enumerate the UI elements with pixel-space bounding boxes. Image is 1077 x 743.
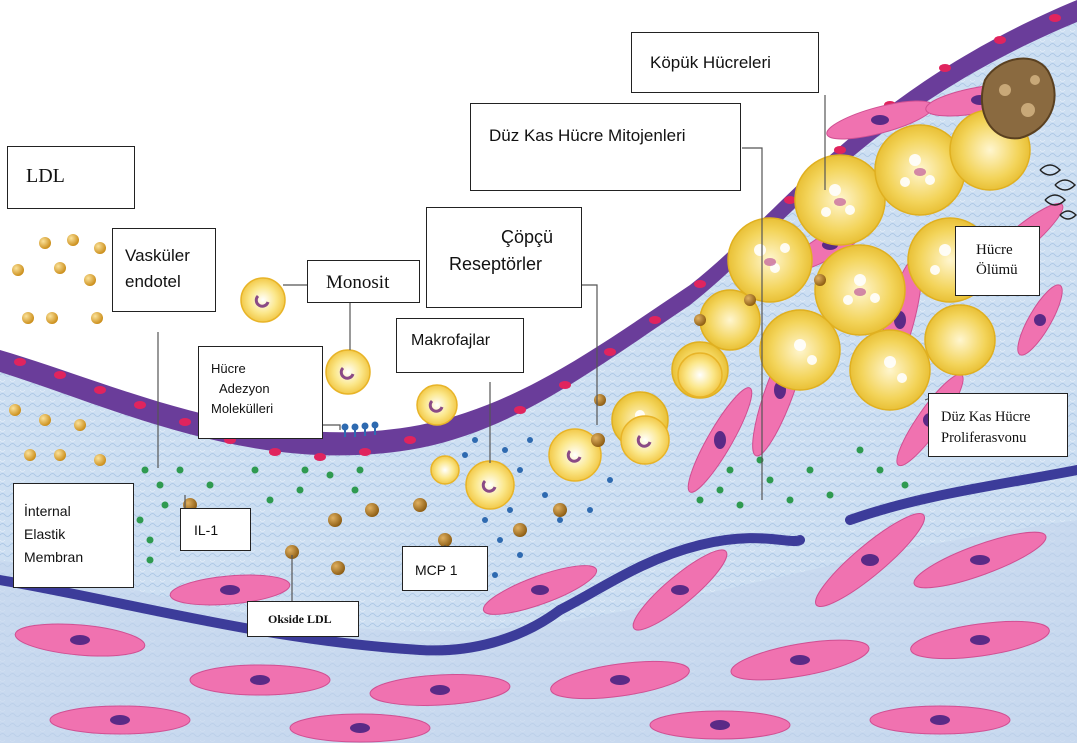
label-adezyon-line3: Molekülleri	[211, 399, 322, 419]
label-ldl: LDL	[7, 146, 135, 209]
label-ldl-text: LDL	[26, 164, 134, 188]
label-okside-text: Okside LDL	[268, 612, 358, 626]
label-copcu-line2: Reseptörler	[449, 251, 581, 278]
label-mcp1-text: MCP 1	[415, 562, 487, 579]
label-prolif-line1: Düz Kas Hücre	[941, 407, 1067, 428]
label-vaskuler-endotel: Vasküler endotel	[112, 228, 216, 312]
label-monosit: Monosit	[307, 260, 420, 303]
label-hucre-adezyon: Hücre Adezyon Molekülleri	[198, 346, 323, 439]
label-internal-line3: Membran	[24, 546, 133, 569]
label-copcu-reseptorler: Çöpçü Reseptörler	[426, 207, 582, 308]
label-olum-line1: Hücre	[976, 240, 1039, 260]
label-internal-line1: İnternal	[24, 500, 133, 523]
label-copcu-line1: Çöpçü	[449, 224, 581, 251]
label-okside-ldl: Okside LDL	[247, 601, 359, 637]
label-makrofajlar: Makrofajlar	[396, 318, 524, 373]
label-il1-text: IL-1	[194, 522, 250, 539]
label-il1: IL-1	[180, 508, 251, 551]
label-adezyon-line2: Adezyon	[211, 379, 322, 399]
label-makrofajlar-text: Makrofajlar	[411, 331, 523, 350]
label-olum-line2: Ölümü	[976, 260, 1039, 280]
label-internal-elastik: İnternal Elastik Membran	[13, 483, 134, 588]
label-mitojenler: Düz Kas Hücre Mitojenleri	[470, 103, 741, 191]
label-vaskuler-line2: endotel	[125, 269, 215, 295]
label-hucre-olumu: Hücre Ölümü	[955, 226, 1040, 296]
label-proliferasyon: Düz Kas Hücre Proliferasvonu	[928, 393, 1068, 457]
label-mitojenler-text: Düz Kas Hücre Mitojenleri	[489, 126, 740, 146]
label-mcp1: MCP 1	[402, 546, 488, 591]
label-vaskuler-line1: Vasküler	[125, 243, 215, 269]
label-monosit-text: Monosit	[326, 272, 419, 295]
label-kopuk-text: Köpük Hücreleri	[650, 53, 818, 73]
label-kopuk-hucreleri: Köpük Hücreleri	[631, 32, 819, 93]
label-adezyon-line1: Hücre	[211, 359, 322, 379]
label-prolif-line2: Proliferasvonu	[941, 428, 1067, 449]
label-internal-line2: Elastik	[24, 523, 133, 546]
